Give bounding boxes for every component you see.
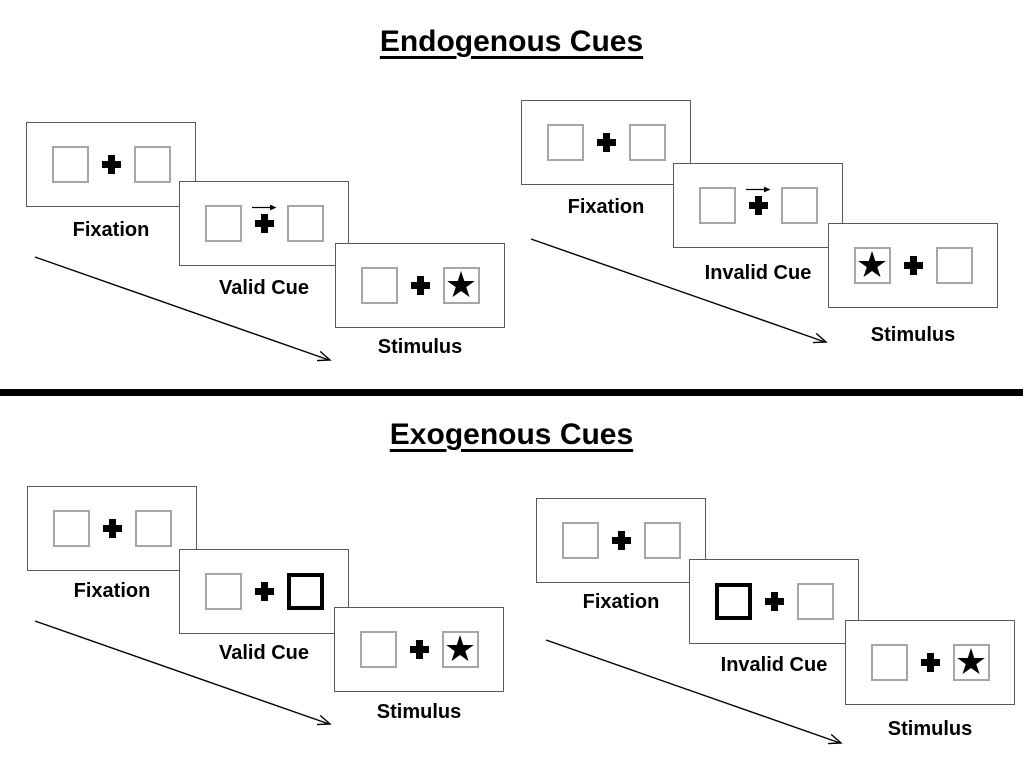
center-column [410,276,430,295]
exogenous-section-title: Exogenous Cues [389,418,634,451]
star-target-box: ★ [853,243,891,285]
timeline-arrow [530,238,828,344]
star-icon: ★ [444,263,478,305]
star-target-box: ★ [952,640,990,682]
right-placeholder-box [796,583,834,620]
right-placeholder-box [643,522,681,559]
star-icon: ★ [954,640,988,682]
star-icon: ★ [855,243,889,285]
panel-label: Fixation [72,219,150,241]
fixation-cross-icon [748,196,768,215]
cue-highlight-box [714,583,752,620]
center-column [102,519,122,538]
panel-label: Invalid Cue [704,262,812,284]
timeline-arrow [34,620,332,726]
fixation-cross-icon [409,640,429,659]
fixation-cross-icon [254,582,274,601]
fixation-cross-icon [102,519,122,538]
star-target-box: ★ [441,627,479,669]
fixation-cross-icon [611,531,631,550]
center-column [764,592,784,611]
panel-label: Valid Cue [218,642,310,664]
fixation-cross-icon [596,133,616,152]
right-placeholder-box [780,187,818,224]
right-placeholder-box [134,510,172,547]
left-placeholder-box [698,187,736,224]
star-target-box: ★ [442,263,480,305]
panel-label: Fixation [567,196,645,218]
center-column [746,186,771,215]
panel-label: Valid Cue [218,277,310,299]
endogenous-section-title: Endogenous Cues [379,25,644,58]
fixation-cross-icon [254,214,274,233]
fixation-cross-icon [764,592,784,611]
right-placeholder-box [628,124,666,161]
left-placeholder-box [561,522,599,559]
right-arrow-icon [746,186,771,193]
center-column [101,155,121,174]
right-placeholder-box [133,146,171,183]
left-placeholder-box [204,573,242,610]
center-column [903,256,923,275]
right-placeholder-box [286,205,324,242]
fixation-cross-icon [903,256,923,275]
left-placeholder-box [870,644,908,681]
left-placeholder-box [52,510,90,547]
fixation-cross-icon [101,155,121,174]
endo-invalid-cue-panel [673,163,843,248]
panel-label: Stimulus [887,718,973,740]
panel-label: Invalid Cue [720,654,828,676]
timeline-arrow [34,256,332,362]
center-column [596,133,616,152]
left-placeholder-box [359,631,397,668]
exo-invalid-fixation-panel [536,498,706,583]
fixation-cross-icon [410,276,430,295]
timeline-arrow [545,639,843,745]
left-placeholder-box [51,146,89,183]
exo-invalid-stimulus-panel: ★ [845,620,1015,705]
star-icon: ★ [443,627,477,669]
panel-label: Fixation [73,580,151,602]
center-column [252,204,277,233]
center-column [254,582,274,601]
center-column [611,531,631,550]
panel-label: Stimulus [376,701,462,723]
endo-invalid-stimulus-panel: ★ [828,223,998,308]
fixation-cross-icon [920,653,940,672]
left-placeholder-box [360,267,398,304]
endo-valid-stimulus-panel: ★ [335,243,505,328]
endo-valid-cue-panel [179,181,349,266]
endo-valid-fixation-panel [26,122,196,207]
cue-highlight-box [286,573,324,610]
section-divider [0,389,1023,396]
left-placeholder-box [546,124,584,161]
panel-label: Fixation [582,591,660,613]
center-column [409,640,429,659]
exo-invalid-cue-panel [689,559,859,644]
center-column [920,653,940,672]
panel-label: Stimulus [377,336,463,358]
left-placeholder-box [204,205,242,242]
panel-label: Stimulus [870,324,956,346]
right-arrow-icon [252,204,277,211]
right-placeholder-box [935,247,973,284]
exo-valid-stimulus-panel: ★ [334,607,504,692]
exo-valid-cue-panel [179,549,349,634]
exo-valid-fixation-panel [27,486,197,571]
endo-invalid-fixation-panel [521,100,691,185]
